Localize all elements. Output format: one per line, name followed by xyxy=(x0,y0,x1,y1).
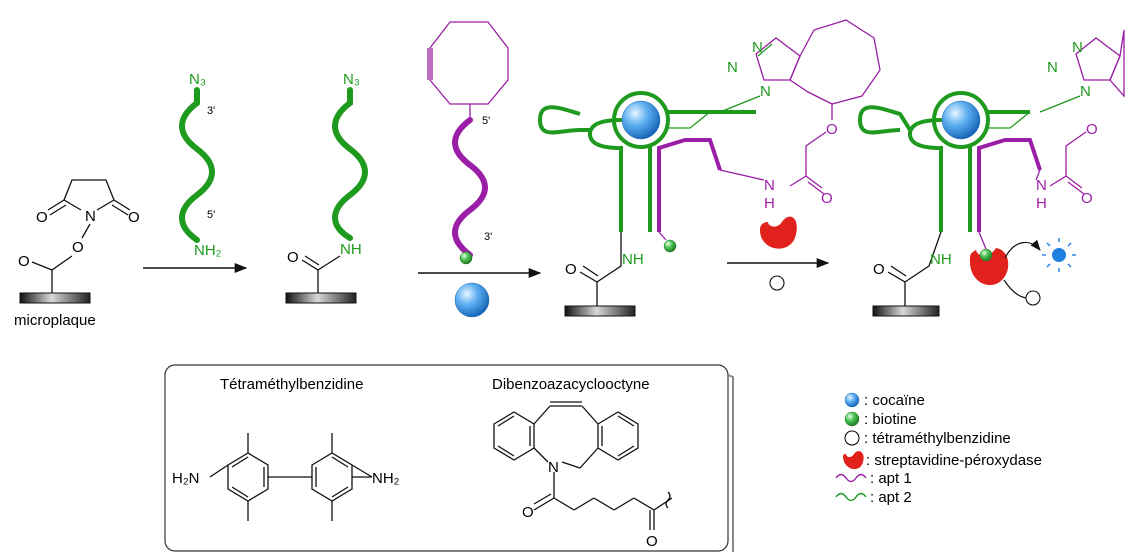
dbco-title: Dibenzoazacyclooctyne xyxy=(492,376,650,393)
legend-icon-tmb xyxy=(844,430,860,446)
atom-n-dbco: N xyxy=(548,459,559,476)
atom-o-amide-3: O xyxy=(565,261,577,278)
reagent-apt1-cyclooctyne: 5' 3' xyxy=(427,21,509,265)
legend-label-tmb: : tétraméthylbenzidine xyxy=(864,430,1011,447)
atom-n-linker: N xyxy=(764,177,775,194)
tmb-structure xyxy=(209,433,373,521)
biotine-complex xyxy=(663,239,677,253)
tmb-title: Tétraméthylbenzidine xyxy=(220,376,363,393)
atom-o-ether-final: O xyxy=(1086,121,1098,138)
legend-icon-cocaine xyxy=(844,392,860,408)
legend-label-apt2: : apt 2 xyxy=(870,489,912,506)
legend-label-streptavidine: : streptavidine-péroxydase xyxy=(866,452,1042,469)
legend-label-cocaine: : cocaïne xyxy=(864,392,925,409)
atom-n-triazole-5: N xyxy=(1047,59,1058,76)
streptavidine-bound xyxy=(969,248,1009,286)
structures-box: Tétraméthylbenzidine Dibenzoazacycloocty… xyxy=(164,364,734,552)
atom-nh-amide-4: NH xyxy=(930,251,952,268)
oxidized-product-icon xyxy=(1042,238,1076,272)
atom-o-dbco-right: O xyxy=(646,533,658,550)
atom-o-amide-linker-final: O xyxy=(1081,190,1093,207)
dbco-structure xyxy=(493,401,673,530)
atom-n-nhs: N xyxy=(85,208,96,225)
cocaine-reagent xyxy=(454,282,490,318)
label-3prime-apt2: 3' xyxy=(207,105,215,117)
atom-h2n-tmb: H₂N xyxy=(172,470,200,487)
legend-icon-apt1 xyxy=(835,473,867,483)
atom-o-carbonyl-1: O xyxy=(18,253,30,270)
microplate-1 xyxy=(19,292,91,304)
microplate-2 xyxy=(285,292,357,304)
label-5prime-apt1: 5' xyxy=(482,115,490,127)
atom-o-nhs-left: O xyxy=(36,209,48,226)
cocaine-bound-final xyxy=(941,100,981,140)
cocaine-bound xyxy=(621,100,661,140)
legend-icon-apt2 xyxy=(835,492,867,502)
microplate-4 xyxy=(872,305,940,317)
tmb-substrate xyxy=(1025,290,1041,306)
atom-o-amide-4: O xyxy=(873,261,885,278)
atom-n3-stage2: N₃ xyxy=(343,71,360,88)
microplate-3 xyxy=(564,305,636,317)
atom-nh-amide-2: NH xyxy=(340,241,362,258)
stage-nhs-ester: O O N O O microplaque xyxy=(14,179,140,329)
legend-label-biotine: : biotine xyxy=(864,411,917,428)
atom-n-triazole-3: N xyxy=(760,83,771,100)
atom-nh2-tmb: NH₂ xyxy=(372,470,400,487)
atom-n-triazole-2: N xyxy=(727,59,738,76)
biotine-on-apt1 xyxy=(459,251,473,265)
atom-n-triazole-6: N xyxy=(1080,83,1091,100)
atom-nh2-apt2: NH₂ xyxy=(194,242,222,259)
atom-n-triazole-4: N xyxy=(1072,39,1083,56)
atom-n3-reagent: N₃ xyxy=(189,71,206,88)
atom-o-amide-2: O xyxy=(287,249,299,266)
stage-sandwich-complex: N N N O O N H O NH xyxy=(537,19,881,317)
tmb-reagent xyxy=(769,275,785,291)
atom-o-ester: O xyxy=(72,239,84,256)
stage-detection: N N N O O N H xyxy=(857,29,1125,317)
atom-o-nhs-right: O xyxy=(128,209,140,226)
atom-n-linker-final: N xyxy=(1036,177,1047,194)
label-3prime-apt1: 3' xyxy=(484,231,492,243)
atom-o-ether: O xyxy=(826,121,838,138)
atom-o-dbco-left: O xyxy=(522,504,534,521)
stage-apt2-immobilized: O NH N₃ xyxy=(285,71,368,304)
atom-o-amide-linker: O xyxy=(821,190,833,207)
reagent-apt2-azide: N₃ 3' 5' NH₂ xyxy=(179,71,222,259)
legend: : cocaïne : biotine : tétraméthylbenzidi… xyxy=(835,392,1042,506)
reaction-step-3 xyxy=(727,216,830,291)
atom-n-triazole-1: N xyxy=(752,39,763,56)
legend-icon-biotine xyxy=(844,411,860,427)
atom-nh-amide-3: NH xyxy=(622,251,644,268)
label-5prime-apt2: 5' xyxy=(207,209,215,221)
atom-h-linker-final: H xyxy=(1036,195,1047,212)
streptavidine-reagent xyxy=(760,216,797,249)
legend-icon-streptavidine xyxy=(843,451,864,470)
biotine-bound-final xyxy=(979,248,993,262)
microplate-label: microplaque xyxy=(14,312,96,329)
legend-label-apt1: : apt 1 xyxy=(870,470,912,487)
atom-h-linker: H xyxy=(764,195,775,212)
